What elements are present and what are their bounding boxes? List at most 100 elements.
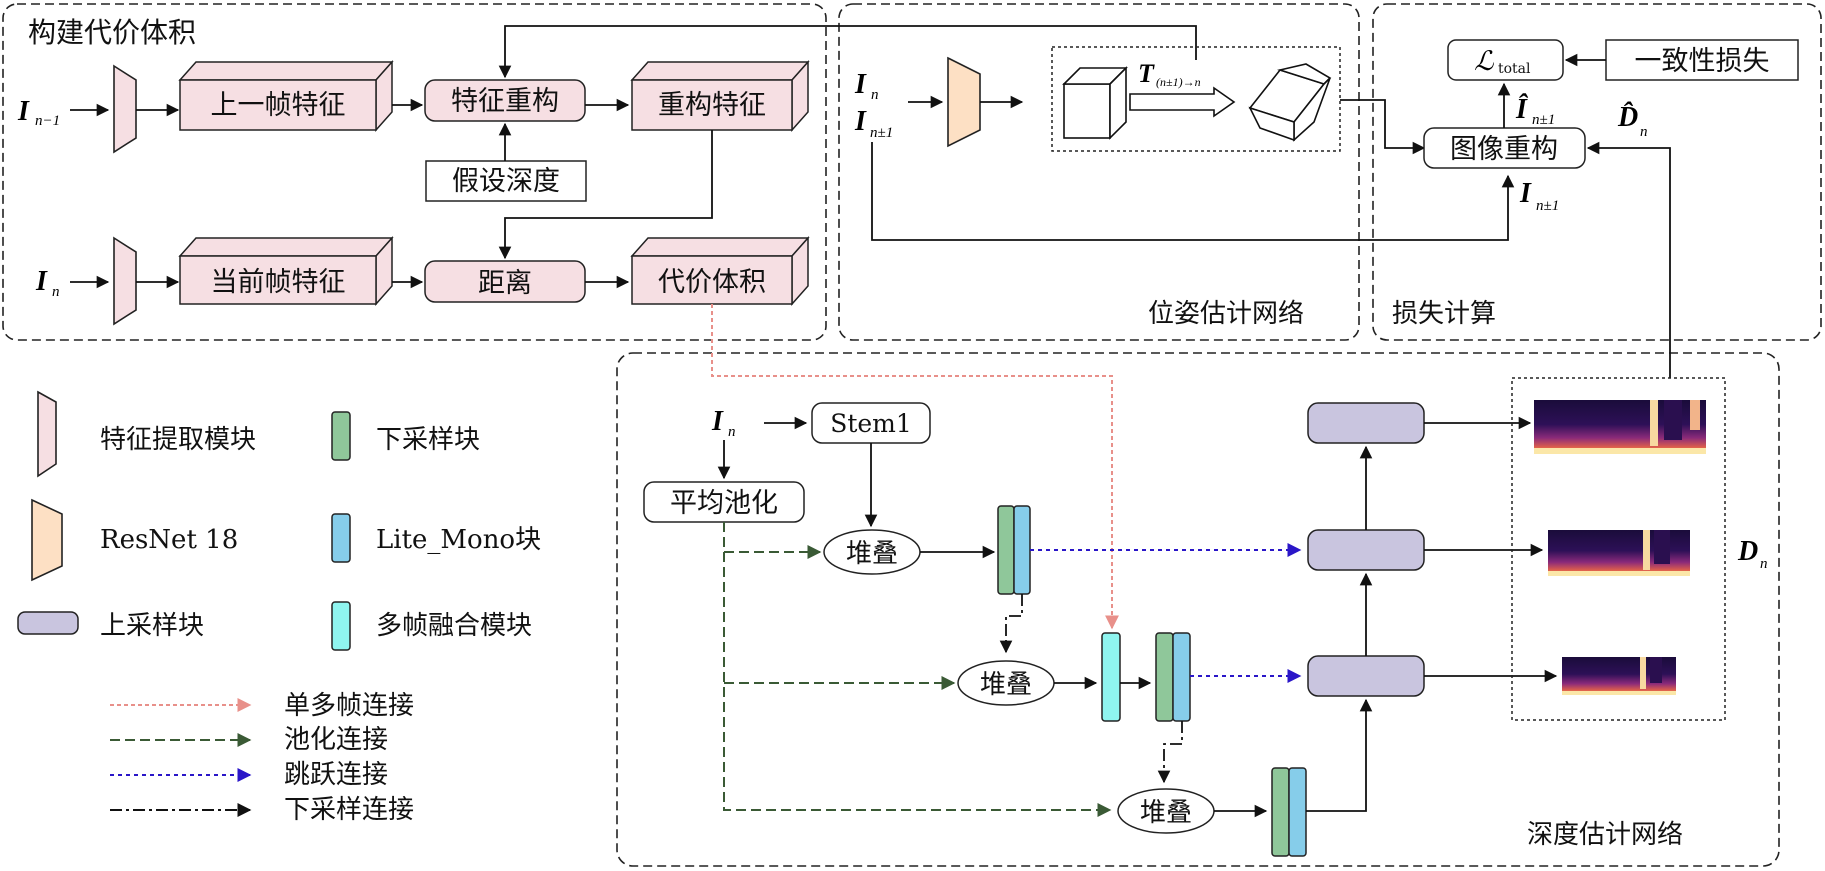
svg-text:T: T xyxy=(1138,59,1155,88)
lite-mono-block-1 xyxy=(1013,505,1031,595)
legend-feature-extract-icon xyxy=(37,390,57,478)
svg-text:n: n xyxy=(728,424,736,440)
svg-text:I: I xyxy=(17,96,30,127)
svg-text:Î: Î xyxy=(1515,94,1529,125)
legend-upsample-icon xyxy=(17,611,79,635)
panel-pose-net xyxy=(838,3,1360,341)
cube-source xyxy=(1062,66,1128,140)
svg-text:n±1: n±1 xyxy=(1536,198,1559,214)
box-curr-feature: 当前帧特征 xyxy=(178,236,394,306)
svg-text:I: I xyxy=(854,106,867,137)
svg-text:n: n xyxy=(871,87,879,103)
depth-map-3 xyxy=(1562,657,1676,695)
panel-loss xyxy=(1372,3,1822,341)
pose-transform-box xyxy=(1051,46,1341,152)
svg-text:ℒ: ℒ xyxy=(1474,46,1494,76)
depth-output-frame xyxy=(1511,377,1726,721)
panel-title-cost-volume: 构建代价体积 xyxy=(28,16,196,49)
panel-title-loss: 损失计算 xyxy=(1392,299,1496,329)
label-prev-feature: 上一帧特征 xyxy=(211,90,346,121)
panel-depth-net xyxy=(616,352,1780,867)
label-d-hat: D̂ n xyxy=(1617,101,1648,140)
label-curr-feature: 当前帧特征 xyxy=(211,267,346,298)
transform-label: T (n±1)→n xyxy=(1138,59,1201,89)
legend-lite-mono: Lite_Mono块 xyxy=(376,525,541,555)
label-hypo-depth: 假设深度 xyxy=(452,166,560,197)
input-i-n-depth: I n xyxy=(711,406,736,440)
legend-fusion: 多帧融合模块 xyxy=(376,611,532,641)
legend-pool-conn: 池化连接 xyxy=(284,725,388,755)
svg-text:n: n xyxy=(1760,556,1768,572)
label-image-recon: 图像重构 xyxy=(1450,134,1558,165)
svg-text:D: D xyxy=(1737,536,1758,567)
label-cost-volume: 代价体积 xyxy=(658,267,766,298)
downsample-block-1 xyxy=(997,505,1015,595)
upsample-block-1 xyxy=(1307,402,1425,444)
legend-fusion-icon xyxy=(331,601,351,651)
feature-extract-prev xyxy=(113,64,137,154)
svg-text:I: I xyxy=(35,266,48,297)
svg-text:n−1: n−1 xyxy=(35,113,60,129)
svg-text:n±1: n±1 xyxy=(870,125,893,141)
input-i-prev: I n−1 xyxy=(17,96,60,129)
downsample-block-3 xyxy=(1271,767,1290,857)
label-i-right: I n±1 xyxy=(1519,178,1559,214)
svg-text:I: I xyxy=(711,406,724,437)
legend-lite-mono-icon xyxy=(331,513,351,563)
legend-skip-conn: 跳跃连接 xyxy=(284,760,388,790)
svg-text:D̂: D̂ xyxy=(1617,101,1638,133)
panel-title-pose-net: 位姿估计网络 xyxy=(1148,299,1304,329)
fusion-block xyxy=(1101,632,1121,722)
downsample-block-2 xyxy=(1155,632,1174,722)
label-stack-2: 堆叠 xyxy=(980,670,1032,700)
box-feature-recon xyxy=(424,79,586,122)
feature-extract-curr xyxy=(113,236,137,326)
legend-single-multi: 单多帧连接 xyxy=(284,691,414,721)
upsample-block-3 xyxy=(1307,655,1425,697)
label-d-n: D n xyxy=(1737,536,1768,572)
input-i-pm-pose: I n±1 xyxy=(854,106,893,141)
label-stack-1: 堆叠 xyxy=(846,539,898,569)
input-i-n-pose: I n xyxy=(854,69,879,103)
legend-downsample: 下采样块 xyxy=(376,425,480,455)
panel-title-depth-net: 深度估计网络 xyxy=(1527,820,1683,850)
legend-resnet: ResNet 18 xyxy=(100,525,238,555)
box-prev-feature: 上一帧特征 xyxy=(178,60,394,132)
label-stack-3: 堆叠 xyxy=(1140,798,1192,828)
svg-text:n: n xyxy=(52,284,60,300)
box-cost-volume: 代价体积 xyxy=(630,236,810,306)
resnet-pose xyxy=(947,56,981,148)
svg-text:total: total xyxy=(1498,61,1531,77)
legend-upsample: 上采样块 xyxy=(100,611,204,641)
box-hypo-depth xyxy=(425,160,587,202)
label-feature-recon: 特征重构 xyxy=(451,86,559,117)
box-consistency-loss xyxy=(1605,39,1799,81)
svg-text:(n±1)→n: (n±1)→n xyxy=(1156,75,1201,89)
label-stem: Stem1 xyxy=(830,409,912,438)
legend-downsample-icon xyxy=(331,411,351,461)
label-distance: 距离 xyxy=(478,268,532,299)
legend-feature-extract: 特征提取模块 xyxy=(100,425,256,455)
box-total-loss xyxy=(1447,39,1564,81)
panel-cost-volume xyxy=(2,3,827,341)
box-recon-feature: 重构特征 xyxy=(630,60,810,132)
depth-map-2 xyxy=(1548,530,1690,576)
legend-resnet-icon xyxy=(31,498,63,582)
input-i-n-cost: I n xyxy=(35,266,60,300)
cube-rotated xyxy=(1248,63,1332,142)
svg-text:n: n xyxy=(1640,124,1648,140)
label-avg-pool: 平均池化 xyxy=(670,488,778,519)
upsample-block-2 xyxy=(1307,529,1425,571)
label-i-hat: Î n±1 xyxy=(1515,94,1555,128)
svg-text:I: I xyxy=(1519,178,1532,209)
svg-text:I: I xyxy=(854,69,867,100)
transform-arrow-icon xyxy=(1129,86,1236,118)
svg-text:n±1: n±1 xyxy=(1532,112,1555,128)
lite-mono-block-2 xyxy=(1172,632,1191,722)
label-consistency-loss: 一致性损失 xyxy=(1635,46,1770,77)
label-recon-feature: 重构特征 xyxy=(658,90,766,121)
lite-mono-block-3 xyxy=(1288,767,1307,857)
depth-map-1 xyxy=(1534,400,1706,454)
label-total-loss: ℒ total xyxy=(1474,46,1531,77)
